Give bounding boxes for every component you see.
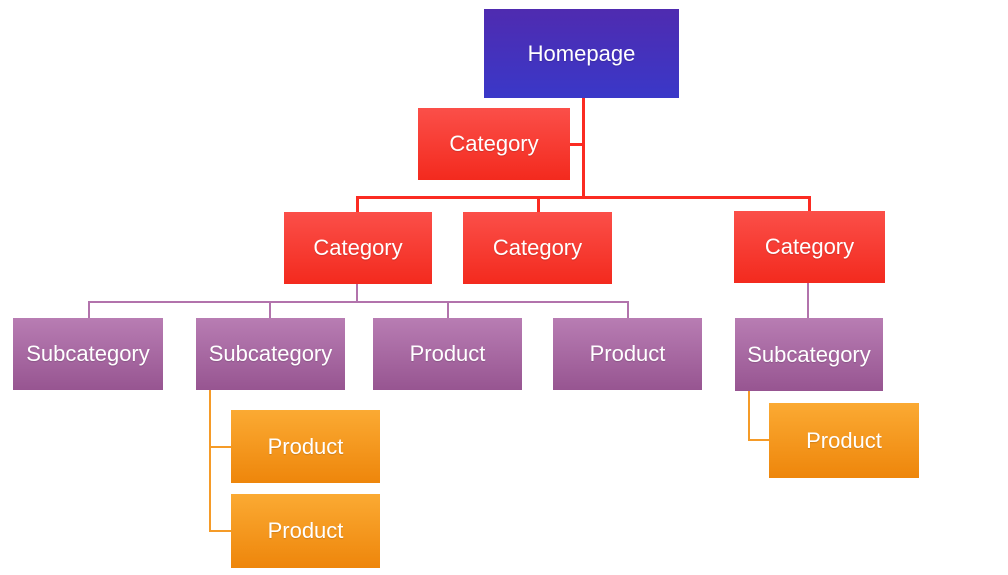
node-homepage: Homepage xyxy=(484,9,679,98)
node-subcategory-2-label: Subcategory xyxy=(208,341,333,366)
connector-stub-product-orange-3 xyxy=(748,439,770,441)
connector-drop-category-mid xyxy=(537,196,540,214)
connector-stub-product-orange-2 xyxy=(209,530,231,532)
node-subcategory-3: Subcategory xyxy=(735,318,883,391)
node-product-orange-2: Product xyxy=(231,494,380,568)
node-product-orange-3-label: Product xyxy=(806,427,882,453)
node-product-orange-3: Product xyxy=(769,403,919,478)
node-product-orange-1: Product xyxy=(231,410,380,483)
connector-category-top-stub xyxy=(570,143,584,146)
connector-homepage-vertical xyxy=(582,98,585,199)
connector-subrow-horizontal xyxy=(88,301,629,303)
node-product-purple-2-label: Product xyxy=(589,341,666,366)
connector-subcategory-2-vertical xyxy=(209,390,211,532)
node-category-left: Category xyxy=(284,212,432,284)
connector-drop-subcategory-1 xyxy=(88,301,90,319)
connector-subcategory-3-vertical xyxy=(748,391,750,441)
node-subcategory-2: Subcategory xyxy=(196,318,345,390)
node-product-orange-2-label: Product xyxy=(267,518,344,543)
node-category-mid-label: Category xyxy=(492,235,583,260)
connector-drop-category-left xyxy=(356,196,359,214)
connector-category-row-horizontal xyxy=(356,196,811,199)
connector-stub-product-orange-1 xyxy=(209,446,231,448)
node-category-top: Category xyxy=(418,108,570,180)
node-homepage-label: Homepage xyxy=(527,40,636,66)
node-product-purple-1: Product xyxy=(373,318,522,390)
node-product-purple-2: Product xyxy=(553,318,702,390)
connector-drop-product-purple-1 xyxy=(447,301,449,319)
node-subcategory-1-label: Subcategory xyxy=(26,341,150,366)
connector-drop-category-right xyxy=(808,196,811,213)
node-category-mid: Category xyxy=(463,212,612,284)
node-category-top-label: Category xyxy=(449,131,539,156)
node-category-left-label: Category xyxy=(313,235,403,260)
connector-drop-subcategory-2 xyxy=(269,301,271,319)
connector-category-left-down xyxy=(356,284,358,303)
node-subcategory-1: Subcategory xyxy=(13,318,163,390)
node-product-purple-1-label: Product xyxy=(409,341,486,366)
node-product-orange-1-label: Product xyxy=(267,433,344,459)
connector-drop-product-purple-2 xyxy=(627,301,629,319)
node-category-right-label: Category xyxy=(764,234,855,259)
node-category-right: Category xyxy=(734,211,885,283)
node-subcategory-3-label: Subcategory xyxy=(747,341,871,367)
connector-category-right-down xyxy=(807,283,809,319)
